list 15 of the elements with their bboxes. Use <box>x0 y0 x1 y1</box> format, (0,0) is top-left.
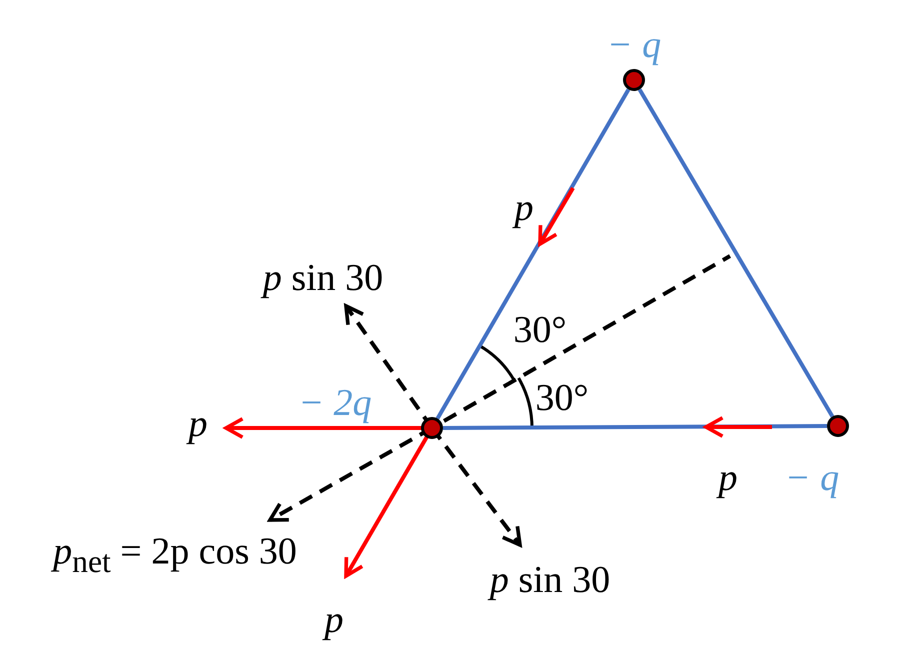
charge-label: − q <box>784 459 840 497</box>
triangle-side <box>638 88 834 418</box>
component-label: p sin 30 <box>262 259 384 297</box>
vector-label: p <box>324 601 344 639</box>
triangle-side <box>443 424 827 430</box>
charge-label: − q <box>606 26 662 64</box>
angle-label: 30° <box>513 311 567 349</box>
angle-label: 30° <box>535 379 589 417</box>
vector-label: p <box>718 459 738 497</box>
net-vector-label: p$_{net}$ = 2p cos 30 <box>53 532 297 578</box>
charge-label: − 2q <box>298 384 372 422</box>
vector-label: p <box>514 189 534 227</box>
triangle-side <box>436 88 630 420</box>
vector-label: p <box>188 405 208 443</box>
component-label: p sin 30 <box>490 561 610 599</box>
